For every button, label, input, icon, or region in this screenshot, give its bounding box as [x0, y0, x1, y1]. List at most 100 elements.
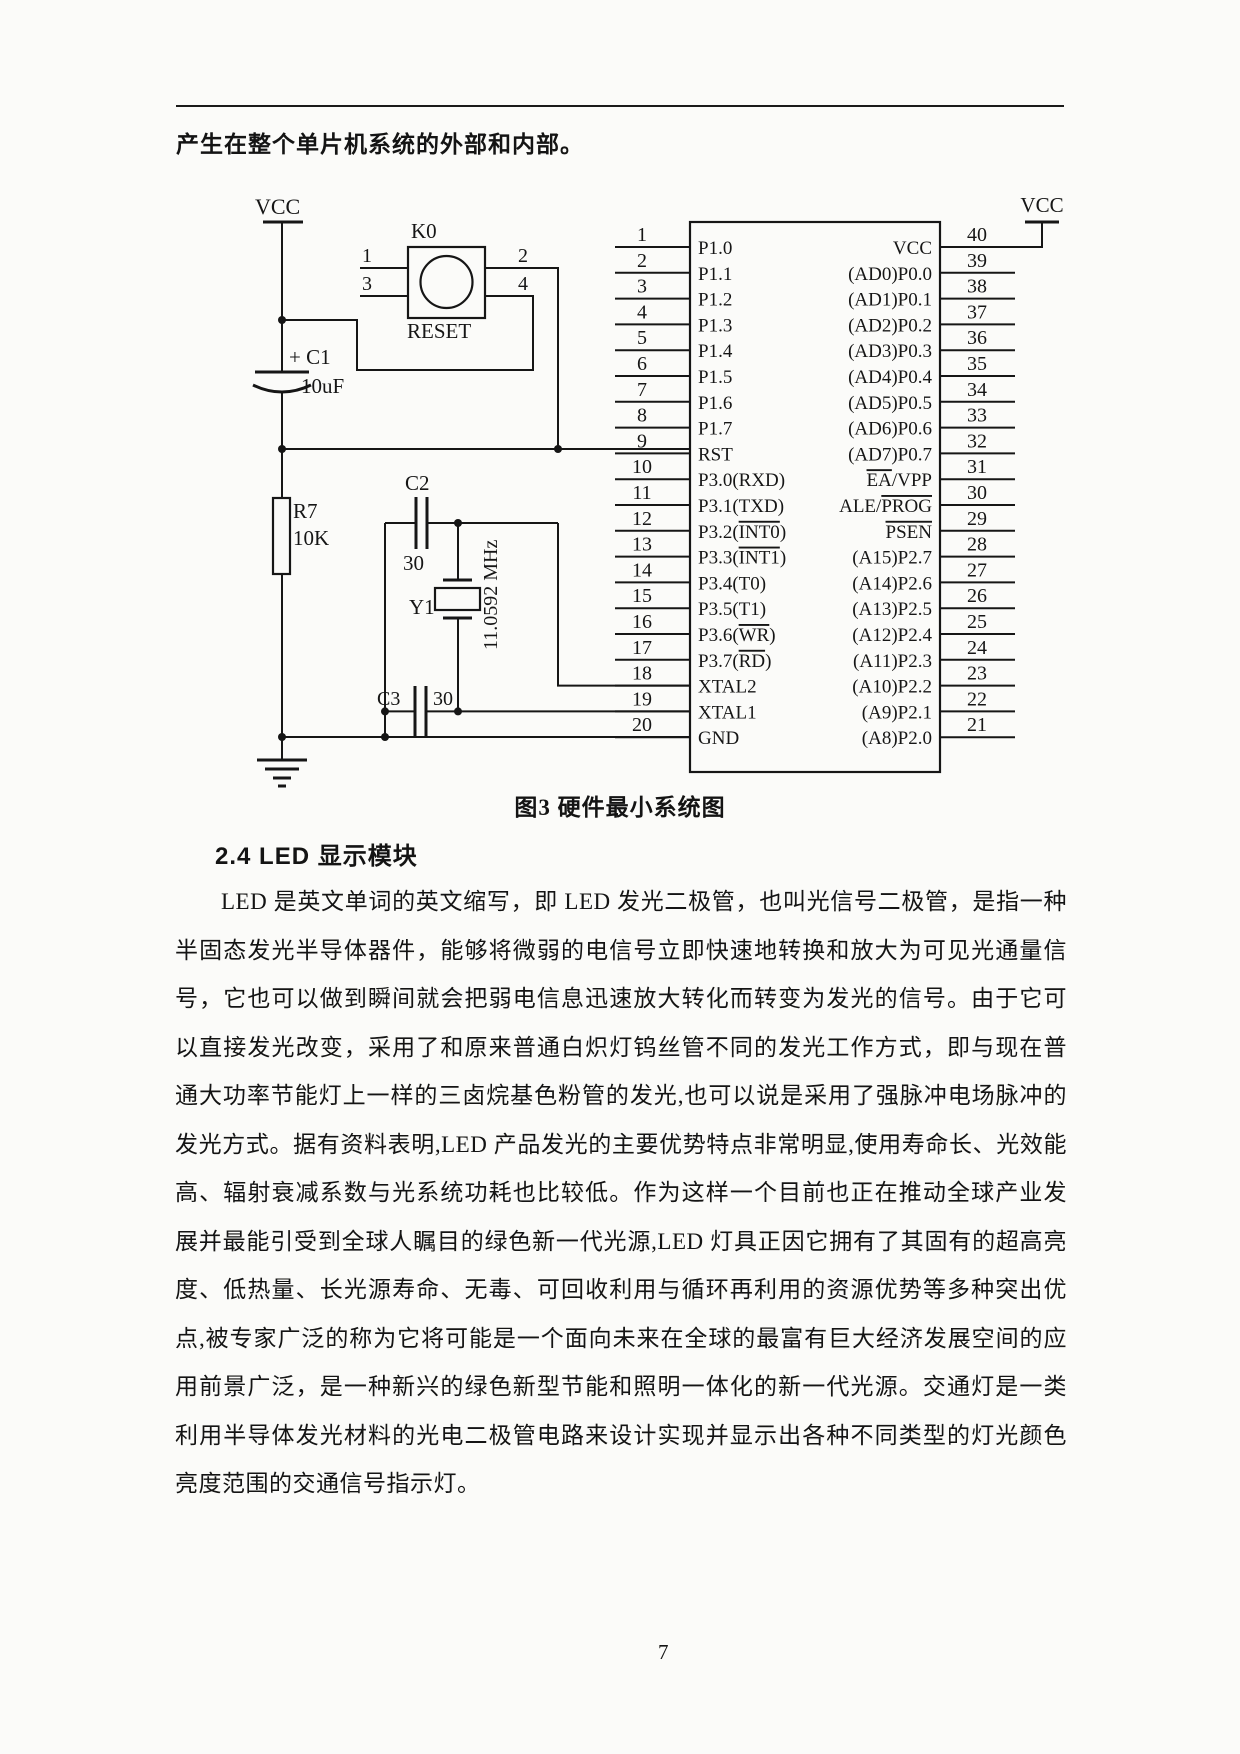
chip-pin-number: 1: [637, 224, 647, 246]
chip-pin-number: 14: [632, 559, 652, 581]
wire-pin2-to-rst: [485, 267, 559, 449]
chip-pin-number: 26: [967, 585, 987, 607]
chip-pin-number: 21: [967, 714, 987, 736]
crystal-frequency-label: 11.0592 MHz: [480, 540, 502, 650]
chip-pin-label: P1.6: [698, 393, 732, 414]
chip-pin-label: (AD1)P0.1: [848, 290, 932, 311]
switch-k0: K0 RESET 1 3 2 4: [360, 219, 528, 343]
chip-pin-number: 6: [637, 353, 647, 375]
chip-pin-number: 39: [967, 250, 987, 272]
chip-pin-label: (A12)P2.4: [852, 625, 932, 646]
crystal-y1-label: Y1: [409, 595, 435, 619]
chip-pin-number: 22: [967, 688, 987, 710]
chip-pin-label: (AD0)P0.0: [848, 264, 932, 285]
chip-pin-number: 32: [967, 430, 987, 452]
chip-pin-label: PSEN: [886, 522, 933, 543]
resistor-r7: R7 10K: [271, 496, 329, 576]
chip-pin-number: 12: [632, 508, 652, 530]
capacitor-c3-value: 30: [433, 688, 453, 710]
chip-pin-number: 20: [632, 714, 652, 736]
chip-pin-label: (AD3)P0.3: [848, 341, 932, 362]
chip-pin-number: 33: [967, 405, 987, 427]
chip-pin-label: P1.7: [698, 419, 732, 440]
chip-pin-label: ALE/PROG: [839, 496, 932, 517]
chip-pin-label: P1.1: [698, 264, 732, 285]
chip-pin-label: P1.3: [698, 315, 732, 336]
chip-pin-number: 4: [637, 301, 647, 323]
chip-pin-label: P1.4: [698, 341, 733, 362]
chip-pin-number: 3: [637, 276, 647, 298]
chip-pins-layer: 1P1.02P1.13P1.24P1.35P1.46P1.57P1.68P1.7…: [615, 224, 1015, 749]
chip-pin-number: 7: [637, 379, 647, 401]
wire-pin40-to-vcc: [940, 222, 1043, 248]
capacitor-c3-label: C3: [377, 688, 400, 710]
capacitor-c2-label: C2: [405, 471, 430, 495]
chip-pin-label: P1.5: [698, 367, 732, 388]
figure-caption: 图3 硬件最小系统图: [514, 795, 726, 820]
chip-pin-label: (AD2)P0.2: [848, 315, 932, 336]
chip-pin-number: 23: [967, 663, 987, 685]
chip-pin-label: P3.3(INT1): [698, 548, 786, 569]
chip-pin-label: P3.7(RD): [698, 651, 771, 672]
switch-k0-label: K0: [411, 219, 437, 243]
chip-pin-number: 8: [637, 405, 647, 427]
chip-pin-number: 18: [632, 663, 652, 685]
chip-pin-number: 34: [967, 379, 987, 401]
chip-pin-number: 35: [967, 353, 987, 375]
chip-pin-number: 31: [967, 456, 987, 478]
vcc-symbol-left: VCC: [255, 194, 303, 224]
chip-pin-number: 28: [967, 534, 987, 556]
chip-pin-label: P3.6(WR): [698, 625, 776, 646]
chip-pin-number: 9: [637, 430, 647, 452]
chip-pin-label: (AD6)P0.6: [848, 419, 932, 440]
chip-pin-number: 10: [632, 456, 652, 478]
chip-pin-number: 19: [632, 688, 652, 710]
chip-pin-label: (A10)P2.2: [852, 677, 932, 698]
switch-pin4: 4: [518, 273, 528, 295]
vcc-left-label: VCC: [255, 194, 300, 219]
header-rule: [176, 105, 1064, 107]
crystal-circuit: C2 30 Y1 11.0592 MHz C3 30: [377, 471, 690, 738]
crystal-y1: [433, 586, 482, 612]
capacitor-c2-value: 30: [403, 551, 424, 575]
chip-pin-label: VCC: [893, 238, 932, 259]
chip-pin-label: (AD4)P0.4: [848, 367, 932, 388]
chip-pin-label: P3.2(INT0): [698, 522, 786, 543]
chip-pin-label: P1.2: [698, 290, 732, 311]
chip-pin-number: 36: [967, 327, 987, 349]
chip-pin-number: 11: [632, 482, 651, 504]
resistor-r7-value: 10K: [293, 526, 329, 550]
chip-pin-number: 37: [967, 301, 987, 323]
capacitor-c1: + C1 10uF: [252, 345, 344, 398]
hardware-minimum-system-schematic: VCC K0 RESET 1 3 2 4: [185, 172, 1065, 798]
body-paragraph: LED 是英文单词的英文缩写，即 LED 发光二极管，也叫光信号二极管，是指一种…: [175, 889, 1067, 1496]
chip-pin-number: 38: [967, 276, 987, 298]
chip-pin-label: P3.0(RXD): [698, 470, 785, 491]
chip-pin-number: 16: [632, 611, 652, 633]
switch-pin3: 3: [362, 273, 372, 295]
chip-pin-label: P3.4(T0): [698, 573, 766, 594]
chip-pin-label: (A14)P2.6: [852, 573, 932, 594]
chip-pin-label: EA/VPP: [867, 470, 932, 491]
chip-pin-label: (A8)P2.0: [862, 728, 932, 749]
intro-paragraph-line: 产生在整个单片机系统的外部和内部。: [176, 132, 584, 157]
schematic-svg: VCC K0 RESET 1 3 2 4: [252, 193, 1064, 788]
chip-pin-number: 29: [967, 508, 987, 530]
chip-pin-number: 40: [967, 224, 987, 246]
chip-pin-number: 27: [967, 559, 987, 581]
chip-pin-number: 2: [637, 250, 647, 272]
chip-pin-number: 30: [967, 482, 987, 504]
chip-pin-label: (AD5)P0.5: [848, 393, 932, 414]
chip-pin-label: (AD7)P0.7: [848, 444, 932, 465]
chip-pin-number: 25: [967, 611, 987, 633]
section-heading: 2.4 LED 显示模块: [215, 843, 418, 870]
chip-pin-label: P3.5(T1): [698, 599, 766, 620]
switch-reset-label: RESET: [407, 319, 471, 343]
chip-pin-label: RST: [698, 444, 733, 465]
chip-pin-label: P3.1(TXD): [698, 496, 784, 517]
vcc-right-label: VCC: [1020, 193, 1063, 217]
chip-pin-number: 15: [632, 585, 652, 607]
capacitor-c1-value: 10uF: [301, 374, 344, 398]
chip-pin-number: 24: [967, 637, 987, 659]
switch-pin2: 2: [518, 245, 528, 267]
